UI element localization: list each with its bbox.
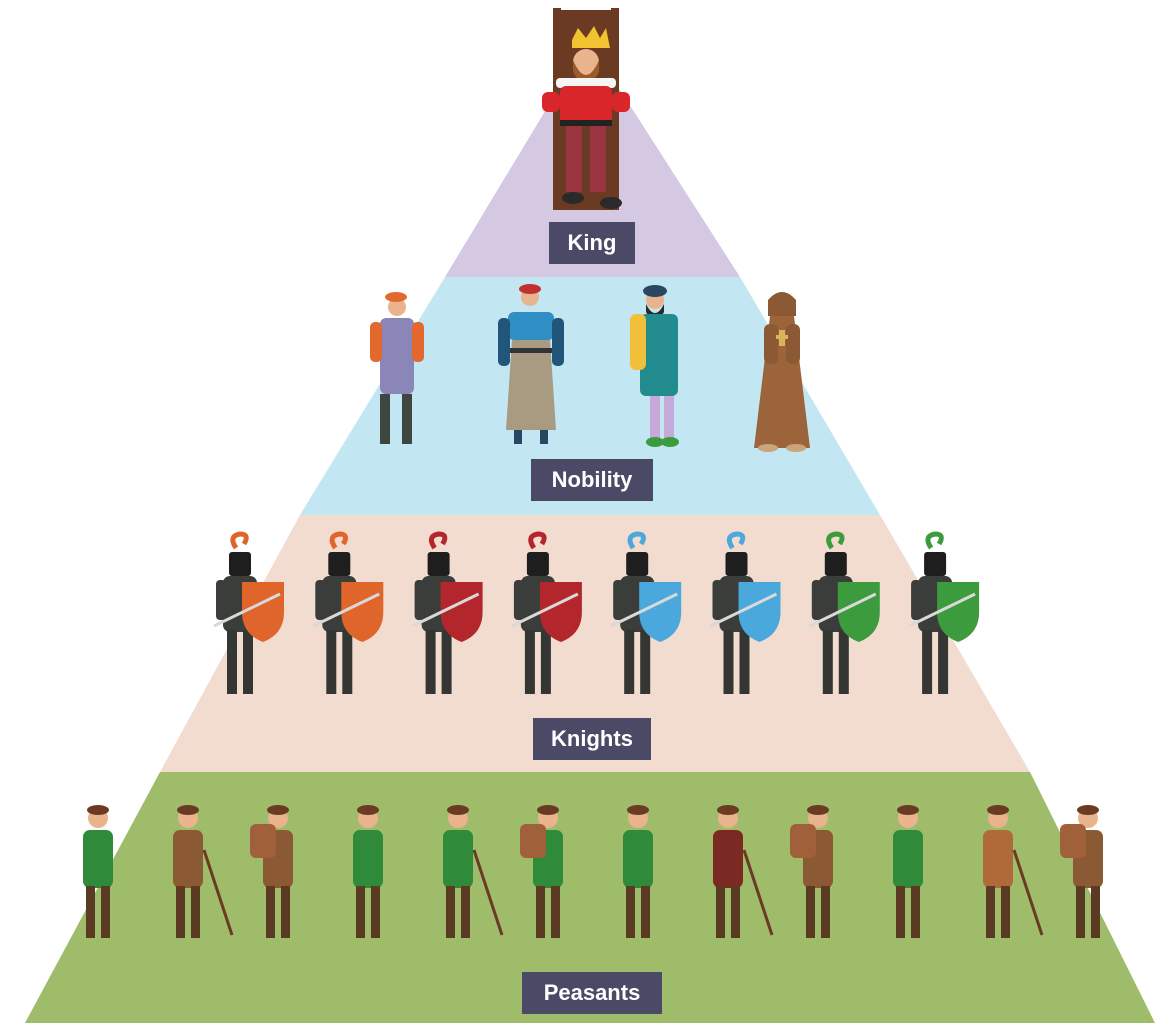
tier-label-knights: Knights [533, 718, 651, 760]
knight-figure [908, 531, 980, 694]
peasant-figure [83, 805, 113, 938]
noble-yellow-figure [630, 285, 679, 447]
peasant-figure [790, 805, 833, 938]
tier-band-knights [160, 515, 1030, 772]
knight-figure [809, 531, 880, 694]
noble-orange-figure [370, 292, 424, 444]
peasant-figure [623, 805, 653, 938]
peasant-figure [353, 805, 383, 938]
peasant-figure [520, 805, 563, 938]
tier-label-king: King [549, 222, 635, 264]
peasant-figure [173, 805, 234, 938]
knight-figure [511, 531, 582, 694]
peasant-figure [443, 805, 504, 938]
knight-figure [213, 531, 284, 694]
peasant-figure [250, 805, 293, 938]
knight-figure [709, 531, 781, 694]
tier-band-nobility [300, 277, 880, 515]
tier-label-nobility: Nobility [531, 459, 653, 501]
knight-figure [312, 531, 384, 694]
peasant-figure [1060, 805, 1103, 938]
monk-figure [754, 292, 810, 452]
tier-band-peasants [25, 772, 1155, 1023]
noble-blue-figure [498, 284, 564, 444]
tier-label-peasants: Peasants [522, 972, 662, 1014]
knight-figure [411, 531, 483, 694]
king-figure [542, 8, 630, 210]
peasant-figure [983, 805, 1044, 938]
peasant-figure [893, 805, 923, 938]
knights-group [213, 531, 980, 694]
knight-figure [610, 531, 682, 694]
peasant-figure [713, 805, 774, 938]
peasants-group [83, 805, 1103, 938]
